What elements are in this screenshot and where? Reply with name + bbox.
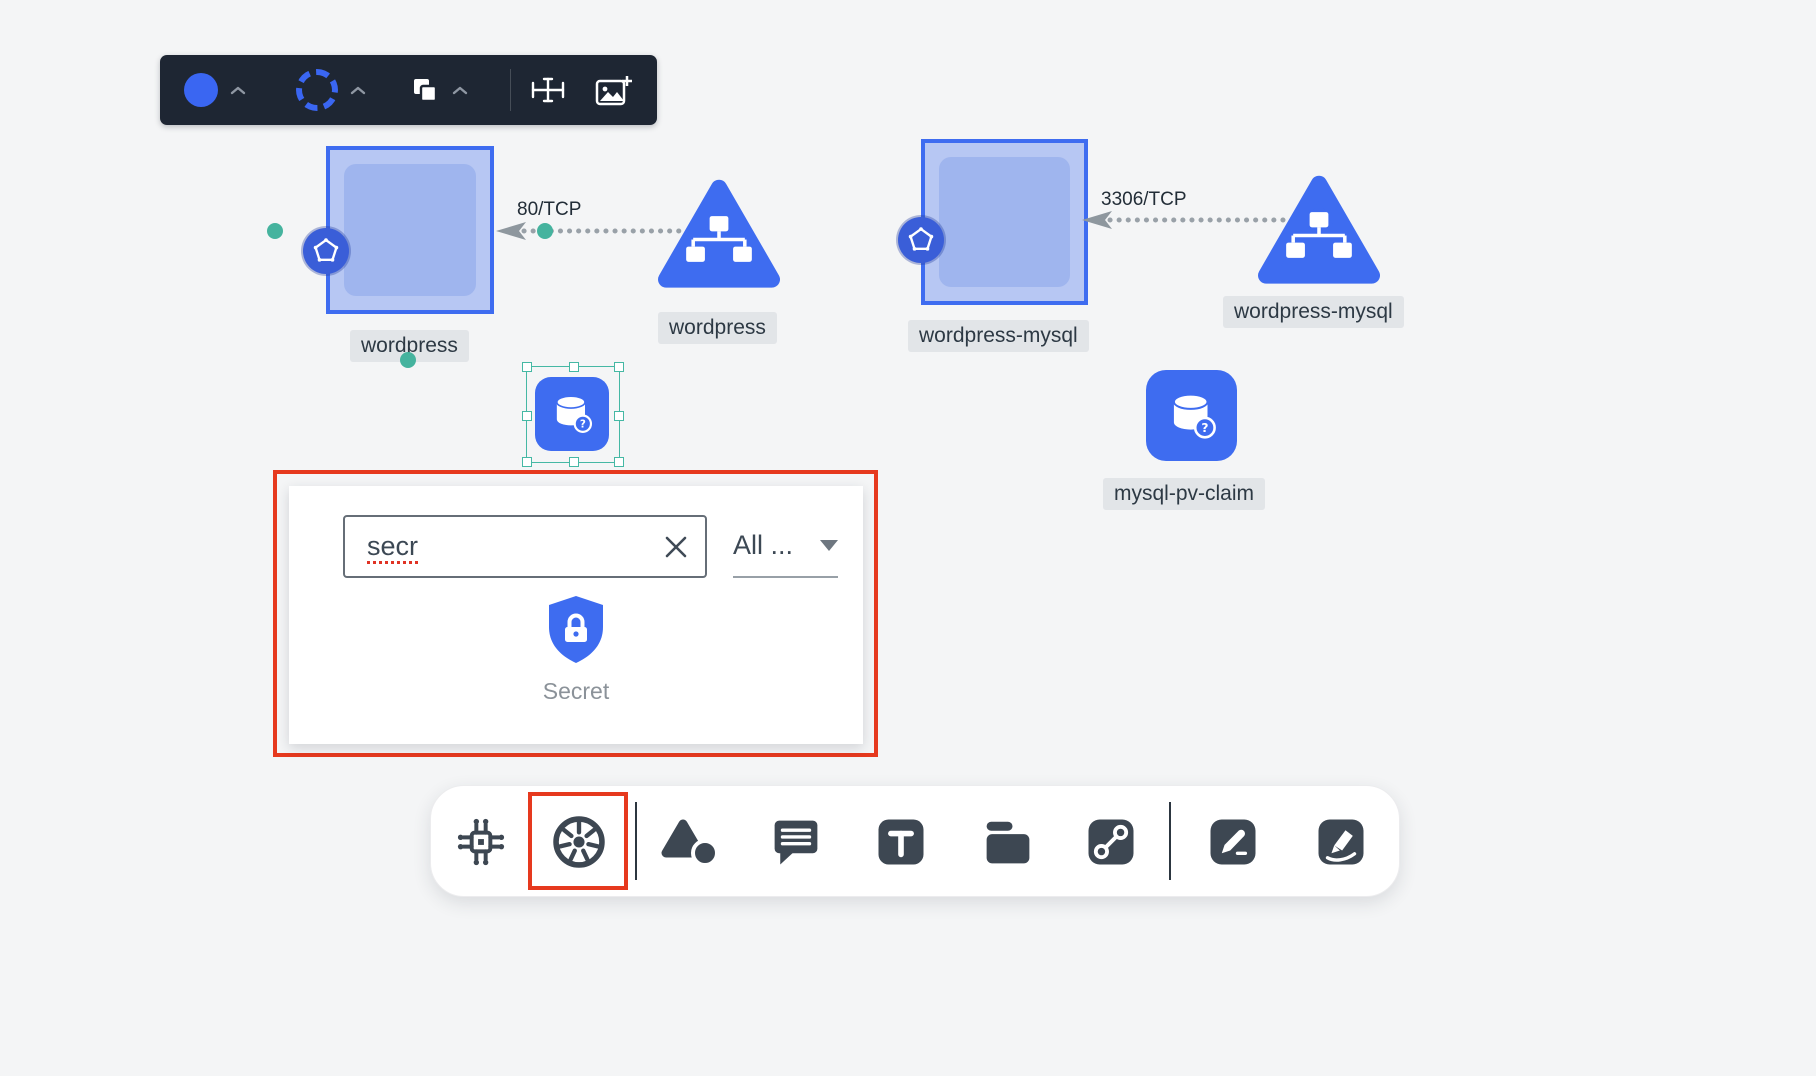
- resize-handle[interactable]: [614, 410, 624, 421]
- comment-tool-button[interactable]: [764, 810, 828, 874]
- highlighter-tool-button[interactable]: [1309, 810, 1373, 874]
- node-wordpress-mysql-service[interactable]: [1258, 172, 1380, 285]
- resize-handle[interactable]: [522, 457, 532, 467]
- search-input-value: secr: [367, 531, 419, 561]
- shape-result-label: Secret: [542, 678, 610, 704]
- highlighter-icon: [1318, 819, 1364, 865]
- shape-result-secret[interactable]: Secret: [289, 594, 863, 705]
- edge-arrowhead-icon: [496, 222, 526, 240]
- network-chip-tool-button[interactable]: [449, 810, 513, 874]
- dock-divider: [1169, 802, 1171, 880]
- add-image-button[interactable]: [594, 55, 632, 125]
- resize-text-icon: [531, 77, 565, 103]
- border-style-button[interactable]: [296, 55, 366, 125]
- resize-handle[interactable]: [614, 362, 624, 372]
- close-icon: [665, 536, 687, 557]
- node-pvc-selected[interactable]: ?: [535, 377, 609, 451]
- filter-selected-value: All ...: [733, 530, 794, 560]
- frame-tool-button[interactable]: [976, 810, 1040, 874]
- svg-text:?: ?: [580, 418, 586, 430]
- connection-handle[interactable]: [400, 352, 416, 368]
- shape-search-input[interactable]: secr: [343, 515, 707, 578]
- layers-icon: [414, 79, 438, 103]
- resize-text-button[interactable]: [530, 55, 566, 125]
- node-mysql-pv-claim[interactable]: ?: [1146, 370, 1237, 461]
- chevron-up-icon[interactable]: [350, 86, 366, 95]
- resize-handle[interactable]: [569, 457, 579, 467]
- node-label-wordpress-mysql-pod[interactable]: wordpress-mysql: [908, 320, 1089, 352]
- svg-text:?: ?: [1201, 421, 1208, 435]
- node-wordpress-pod[interactable]: [303, 146, 494, 314]
- edge-label-80-tcp[interactable]: 80/TCP: [517, 199, 582, 220]
- dock-divider: [635, 802, 637, 880]
- database-question-icon: ?: [1172, 393, 1216, 439]
- connection-handle[interactable]: [267, 223, 283, 239]
- pen-tool-button[interactable]: [1201, 810, 1265, 874]
- chevron-up-icon[interactable]: [452, 86, 468, 95]
- node-wordpress-mysql-pod[interactable]: [898, 139, 1088, 305]
- pen-icon: [1210, 819, 1256, 865]
- pod-inner-shape: [939, 157, 1070, 287]
- edge-arrowhead-icon: [1082, 211, 1112, 229]
- chevron-down-icon: [820, 540, 838, 551]
- chevron-up-icon[interactable]: [230, 86, 246, 95]
- connector-icon: [1088, 819, 1134, 865]
- resize-handle[interactable]: [569, 362, 579, 372]
- layers-button[interactable]: [410, 55, 468, 125]
- database-question-icon: ?: [556, 395, 593, 433]
- node-label-wordpress-service[interactable]: wordpress: [658, 312, 777, 344]
- node-label-wordpress-mysql-service[interactable]: wordpress-mysql: [1223, 296, 1404, 328]
- fill-color-swatch-icon: [184, 73, 218, 107]
- fill-color-button[interactable]: [184, 55, 246, 125]
- bottom-toolbar: [430, 785, 1400, 897]
- clear-search-button[interactable]: [663, 534, 689, 560]
- service-topology-icon: [686, 216, 752, 262]
- resize-handle[interactable]: [522, 362, 532, 372]
- category-filter-dropdown[interactable]: All ...: [733, 515, 838, 578]
- secret-shield-lock-icon: [549, 596, 603, 663]
- node-label-mysql-pv-claim[interactable]: mysql-pv-claim: [1103, 478, 1266, 510]
- connection-handle[interactable]: [537, 223, 553, 239]
- kubernetes-tool-button[interactable]: [547, 810, 611, 874]
- shapes-icon: [661, 819, 719, 867]
- network-chip-icon: [457, 818, 505, 866]
- style-toolbar: [160, 55, 657, 125]
- comment-icon: [774, 820, 818, 865]
- pod-inner-shape: [344, 164, 476, 296]
- edge-label-3306-tcp[interactable]: 3306/TCP: [1101, 189, 1187, 210]
- kubernetes-icon: [553, 816, 605, 868]
- frame-icon: [986, 821, 1030, 864]
- pod-badge-icon: [898, 217, 944, 263]
- selection-box: [522, 362, 624, 467]
- toolbar-divider: [510, 69, 511, 111]
- shape-picker-highlight-box: secr All ...: [273, 470, 878, 757]
- edge-dotted-line: [1107, 217, 1293, 223]
- connector-tool-button[interactable]: [1079, 810, 1143, 874]
- shape-picker-popup: secr All ...: [289, 486, 863, 744]
- shapes-tool-button[interactable]: [659, 810, 723, 874]
- dashed-circle-icon: [296, 69, 338, 111]
- text-tool-button[interactable]: [869, 810, 933, 874]
- resize-handle[interactable]: [522, 410, 532, 421]
- text-icon: [878, 819, 924, 865]
- add-image-icon: [595, 76, 632, 106]
- resize-handle[interactable]: [614, 457, 624, 467]
- node-wordpress-service[interactable]: [658, 176, 780, 289]
- service-topology-icon: [1286, 212, 1352, 258]
- pod-badge-icon: [303, 228, 349, 274]
